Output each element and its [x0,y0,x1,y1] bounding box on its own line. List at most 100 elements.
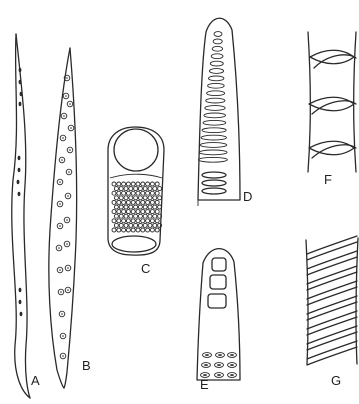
pit [129,187,133,191]
cell-e [197,249,240,380]
ring-thickening [213,39,222,44]
pit [131,210,135,214]
pit [155,191,159,195]
pit [112,219,116,223]
pit [126,191,130,195]
pit [150,200,154,204]
cell-b [49,48,77,388]
pit [129,214,133,218]
pit [119,223,123,227]
pit-aperture [62,355,64,357]
pit [141,210,145,214]
pit-aperture [59,203,61,205]
pit [122,191,126,195]
pit [146,182,150,186]
pit [143,196,147,200]
pit [122,200,126,204]
pit [150,219,154,223]
ring-thickening [214,32,222,37]
pit [141,191,145,195]
pit [124,187,128,191]
pit [129,223,133,227]
pit-aperture [66,219,68,221]
pit-aperture [230,374,234,376]
pit [150,191,154,195]
ring-thickening [209,69,223,74]
pit-slit [18,168,21,172]
pit [114,205,118,209]
pit [119,214,123,218]
pit-aperture [62,335,64,337]
pit-aperture [67,195,69,197]
ring-thickening [198,157,227,162]
pit-aperture [59,225,61,227]
pit [131,219,135,223]
pit [126,219,130,223]
label-d: D [243,189,252,204]
pit [148,214,152,218]
pit [148,187,152,191]
pit [150,228,154,232]
pit [117,228,121,232]
pit [119,187,123,191]
pit [143,187,147,191]
pit [124,205,128,209]
pit [158,187,162,191]
ring-thickening [202,172,226,178]
pit [122,210,126,214]
pit [119,205,123,209]
pit [150,182,154,186]
pit [122,228,126,232]
pit [122,182,126,186]
pit-aperture [203,374,207,376]
pit [114,187,118,191]
pit [112,228,116,232]
pit-aperture [63,115,65,117]
label-e: E [200,377,209,392]
pit [126,228,130,232]
pit [117,219,121,223]
pit [143,205,147,209]
pit [134,205,138,209]
pit [148,205,152,209]
ring-thickening [202,188,226,194]
cell-d [198,18,240,206]
pit [155,200,159,204]
ring-thickening [204,113,226,118]
pit [112,200,116,204]
pit [138,214,142,218]
pit [148,196,152,200]
pit-aperture [204,364,208,366]
pit [146,200,150,204]
pit [114,196,118,200]
pit-slit [19,80,22,84]
ring-thickening [208,83,225,88]
pit-slit [18,156,21,160]
pit-aperture [68,171,70,173]
pit [155,219,159,223]
pit [138,205,142,209]
pit [112,210,116,214]
pit [119,196,123,200]
pit-slit [20,92,23,96]
pit [124,223,128,227]
ring-thickening [207,91,225,96]
pit [112,182,116,186]
pit [126,210,130,214]
pit-aperture [58,247,60,249]
ring-thickening [210,61,223,66]
ring-thickening [206,98,225,103]
pit [134,214,138,218]
pit [136,228,140,232]
pit [155,210,159,214]
pit [136,191,140,195]
pit-aperture [205,354,209,356]
pit [148,223,152,227]
label-a: A [31,373,40,388]
ring-thickening [200,143,227,148]
pit-aperture [69,149,71,151]
ring-thickening [212,46,222,51]
pit-slit [19,300,22,304]
ring-thickening [203,120,226,125]
